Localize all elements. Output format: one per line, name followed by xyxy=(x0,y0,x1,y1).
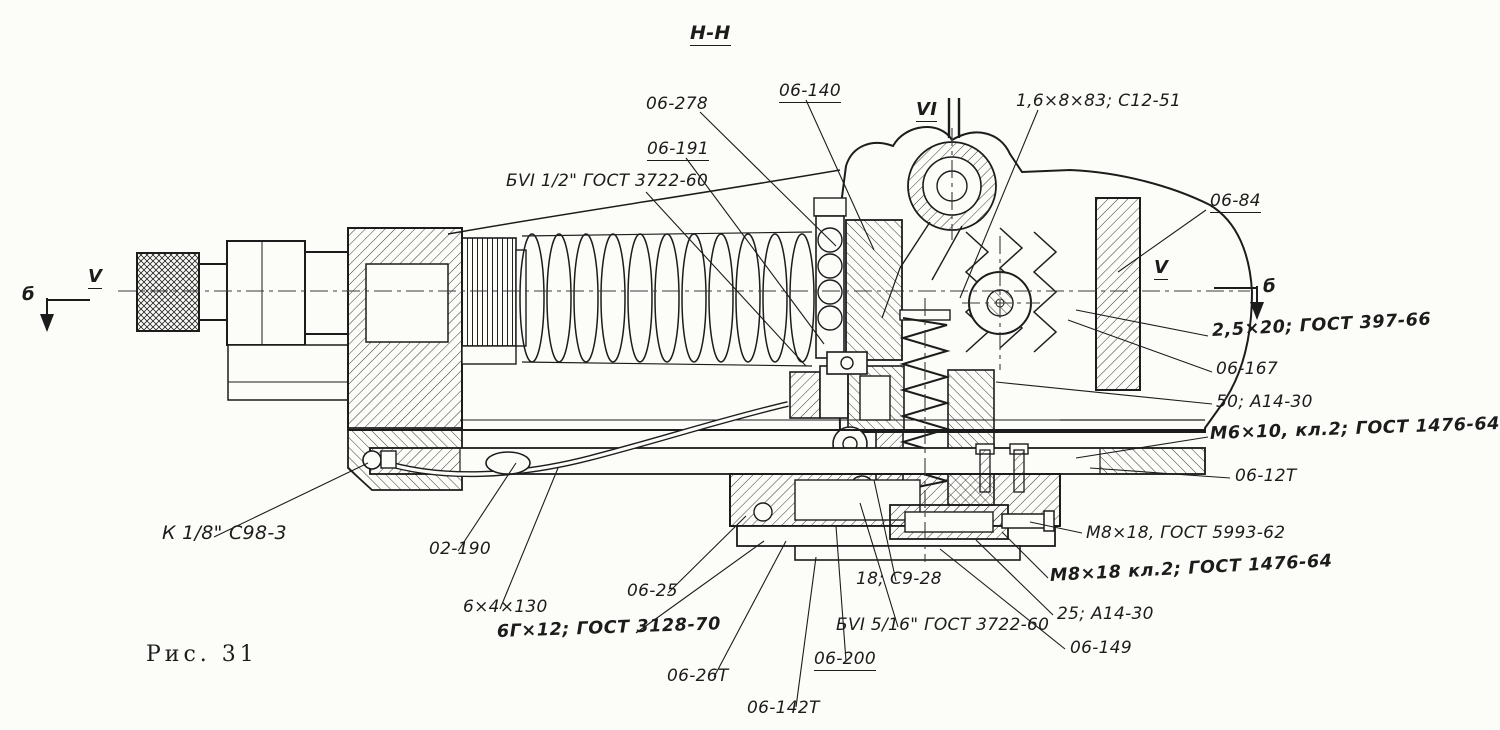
label-plug-m8: М8×18, ГОСТ 5993-62 xyxy=(1086,523,1286,543)
view-marker-vi: VI xyxy=(916,99,938,122)
bearing-column xyxy=(813,197,903,361)
label-06-12t: 06-12Т xyxy=(1235,466,1297,486)
label-ball-50: 50; А14-30 xyxy=(1216,392,1313,412)
label-06-26t: 06-26Т xyxy=(667,666,729,686)
figure-caption: Рис. 31 xyxy=(146,642,258,667)
view-marker-v-right: V xyxy=(1154,257,1169,280)
label-02-190: 02-190 xyxy=(429,539,492,559)
label-bearing-5-16: БVI 5/16" ГОСТ 3722-60 xyxy=(836,615,1050,635)
label-06-167: 06-167 xyxy=(1216,359,1279,379)
label-06-191: 06-191 xyxy=(647,139,710,161)
section-title: Н-Н xyxy=(690,22,731,46)
spline-section xyxy=(461,237,527,365)
view-marker-v-left: V xyxy=(88,266,103,289)
section-arrows xyxy=(40,98,1264,332)
label-ball-25: 25; А14-30 xyxy=(1057,604,1154,624)
leader-lines xyxy=(213,99,1231,708)
label-key-spec: 6×4×130 xyxy=(463,597,548,617)
label-06-149: 06-149 xyxy=(1070,638,1133,658)
label-06-140: 06-140 xyxy=(779,81,842,103)
label-ball-18: 18; С9-28 xyxy=(856,569,942,589)
bellows-worm-shaft xyxy=(447,169,841,367)
label-06-278: 06-278 xyxy=(646,94,709,114)
left-housing xyxy=(347,227,463,431)
label-06-142t: 06-142Т xyxy=(747,698,820,718)
label-06-25: 06-25 xyxy=(627,581,678,601)
section-marker-b-right: б xyxy=(1263,276,1276,297)
label-fitting-k18: К 1/8" С98-3 xyxy=(162,522,287,544)
label-06-200: 06-200 xyxy=(814,649,877,671)
oil-pipe xyxy=(362,401,789,478)
left-shaft xyxy=(136,240,349,401)
label-06-84: 06-84 xyxy=(1210,191,1261,213)
label-bearing-half-inch: БVI 1/2" ГОСТ 3722-60 xyxy=(506,171,709,191)
centerlines xyxy=(118,128,1250,562)
label-roller-spec: 1,6×8×83; С12-51 xyxy=(1016,91,1182,111)
section-marker-b-left: б xyxy=(22,284,35,305)
